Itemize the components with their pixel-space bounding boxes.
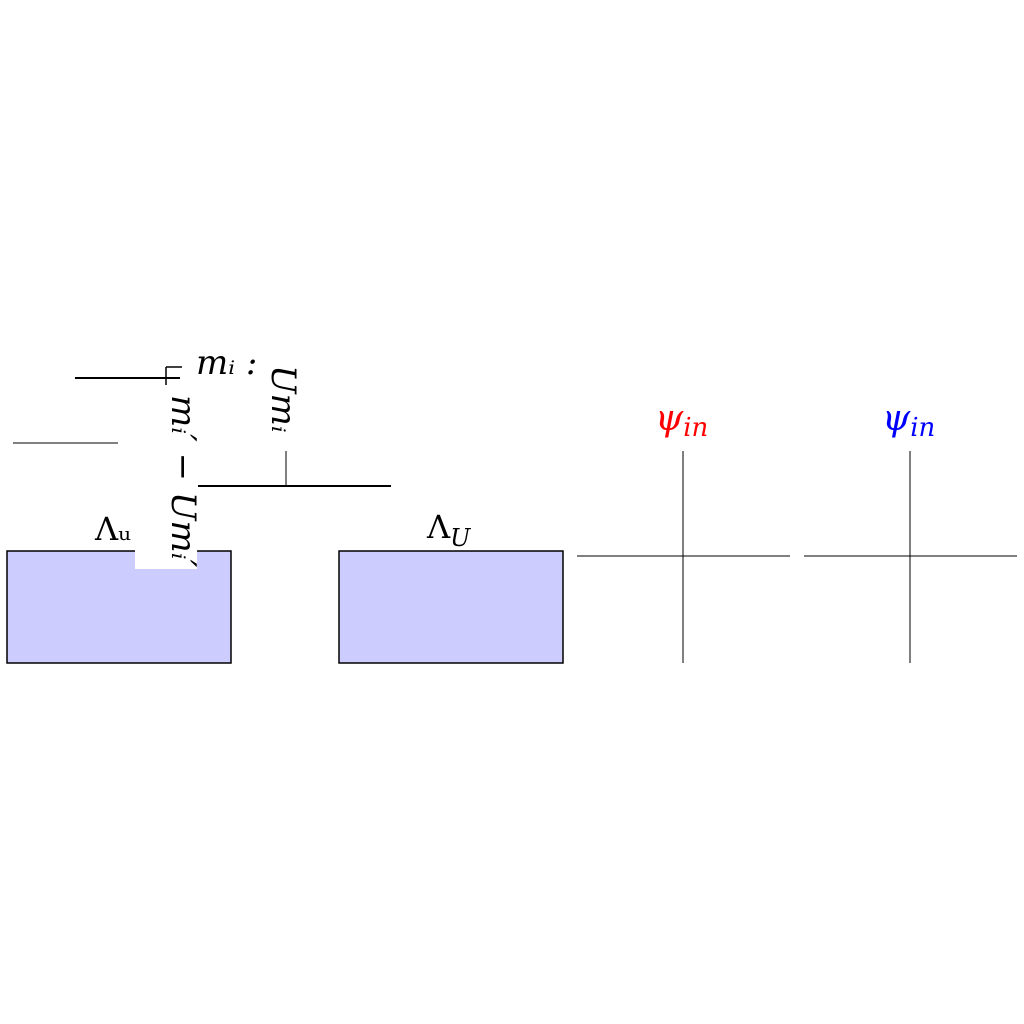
u-m-i-label: Umᵢ (263, 365, 303, 433)
lambda-right-label: ΛU (426, 508, 471, 552)
lambda-left-label: Λᵤ (94, 510, 131, 548)
psi-red-label: ψin (655, 398, 708, 443)
right-lambda-box (338, 550, 564, 664)
m-prime-minus-u-m-prime-label: mᵢ′ − Umᵢ′ (163, 395, 203, 568)
m-i-label: mᵢ : (196, 343, 257, 383)
white-overlay-patch (135, 540, 197, 569)
left-lambda-box (6, 550, 232, 664)
psi-blue-label: ψin (882, 398, 935, 443)
